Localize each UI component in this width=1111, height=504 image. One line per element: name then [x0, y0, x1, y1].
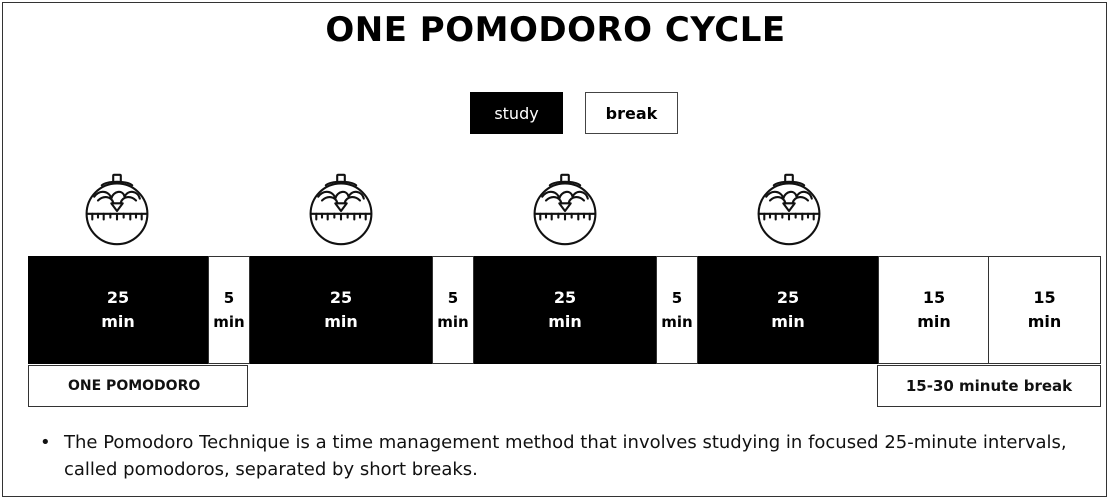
diagram-frame	[2, 2, 1107, 497]
segment-unit: min	[437, 313, 469, 331]
study-segment: 25 min	[474, 256, 656, 364]
segment-unit: min	[324, 312, 358, 331]
study-segment: 25 min	[698, 256, 878, 364]
long-break-segment: 15 min	[878, 256, 990, 364]
segment-value: 25	[776, 288, 800, 307]
segment-unit: min	[661, 313, 693, 331]
short-break-segment: 5 min	[208, 256, 250, 364]
segment-value: 15	[922, 288, 946, 307]
legend-study: study	[470, 92, 563, 134]
segment-unit: min	[548, 312, 582, 331]
pomodoro-timeline: 25 min 5 min 25 min 5 min 25 min 5 min 2…	[28, 256, 1103, 364]
segment-value: 25	[106, 288, 130, 307]
study-segment: 25 min	[250, 256, 432, 364]
segment-value: 15	[1033, 288, 1056, 307]
long-break-label: 15-30 minute break	[877, 365, 1101, 407]
one-pomodoro-label: ONE POMODORO	[28, 365, 248, 407]
segment-unit: min	[1027, 312, 1062, 331]
bullet-icon: •	[40, 432, 51, 453]
description-text: The Pomodoro Technique is a time managem…	[64, 432, 1067, 480]
short-break-segment: 5 min	[432, 256, 474, 364]
segment-unit: min	[917, 312, 951, 331]
page-title: ONE POMODORO CYCLE	[325, 10, 786, 50]
study-segment: 25 min	[28, 256, 208, 364]
segment-unit: min	[213, 313, 245, 331]
segment-value: 25	[329, 288, 353, 307]
legend-break: break	[585, 92, 678, 134]
pomodoro-timer-icon	[85, 173, 149, 246]
pomodoro-timer-icon	[757, 173, 821, 246]
segment-unit: min	[771, 312, 805, 331]
segment-unit: min	[101, 312, 135, 331]
segment-value: 5	[671, 289, 683, 307]
long-break-segment: 15 min	[988, 256, 1101, 364]
segment-value: 25	[553, 288, 577, 307]
pomodoro-timer-icon	[309, 173, 373, 246]
pomodoro-timer-icon	[533, 173, 597, 246]
description-note: • The Pomodoro Technique is a time manag…	[40, 429, 1100, 483]
segment-value: 5	[447, 289, 459, 307]
short-break-segment: 5 min	[656, 256, 698, 364]
segment-value: 5	[223, 289, 235, 307]
